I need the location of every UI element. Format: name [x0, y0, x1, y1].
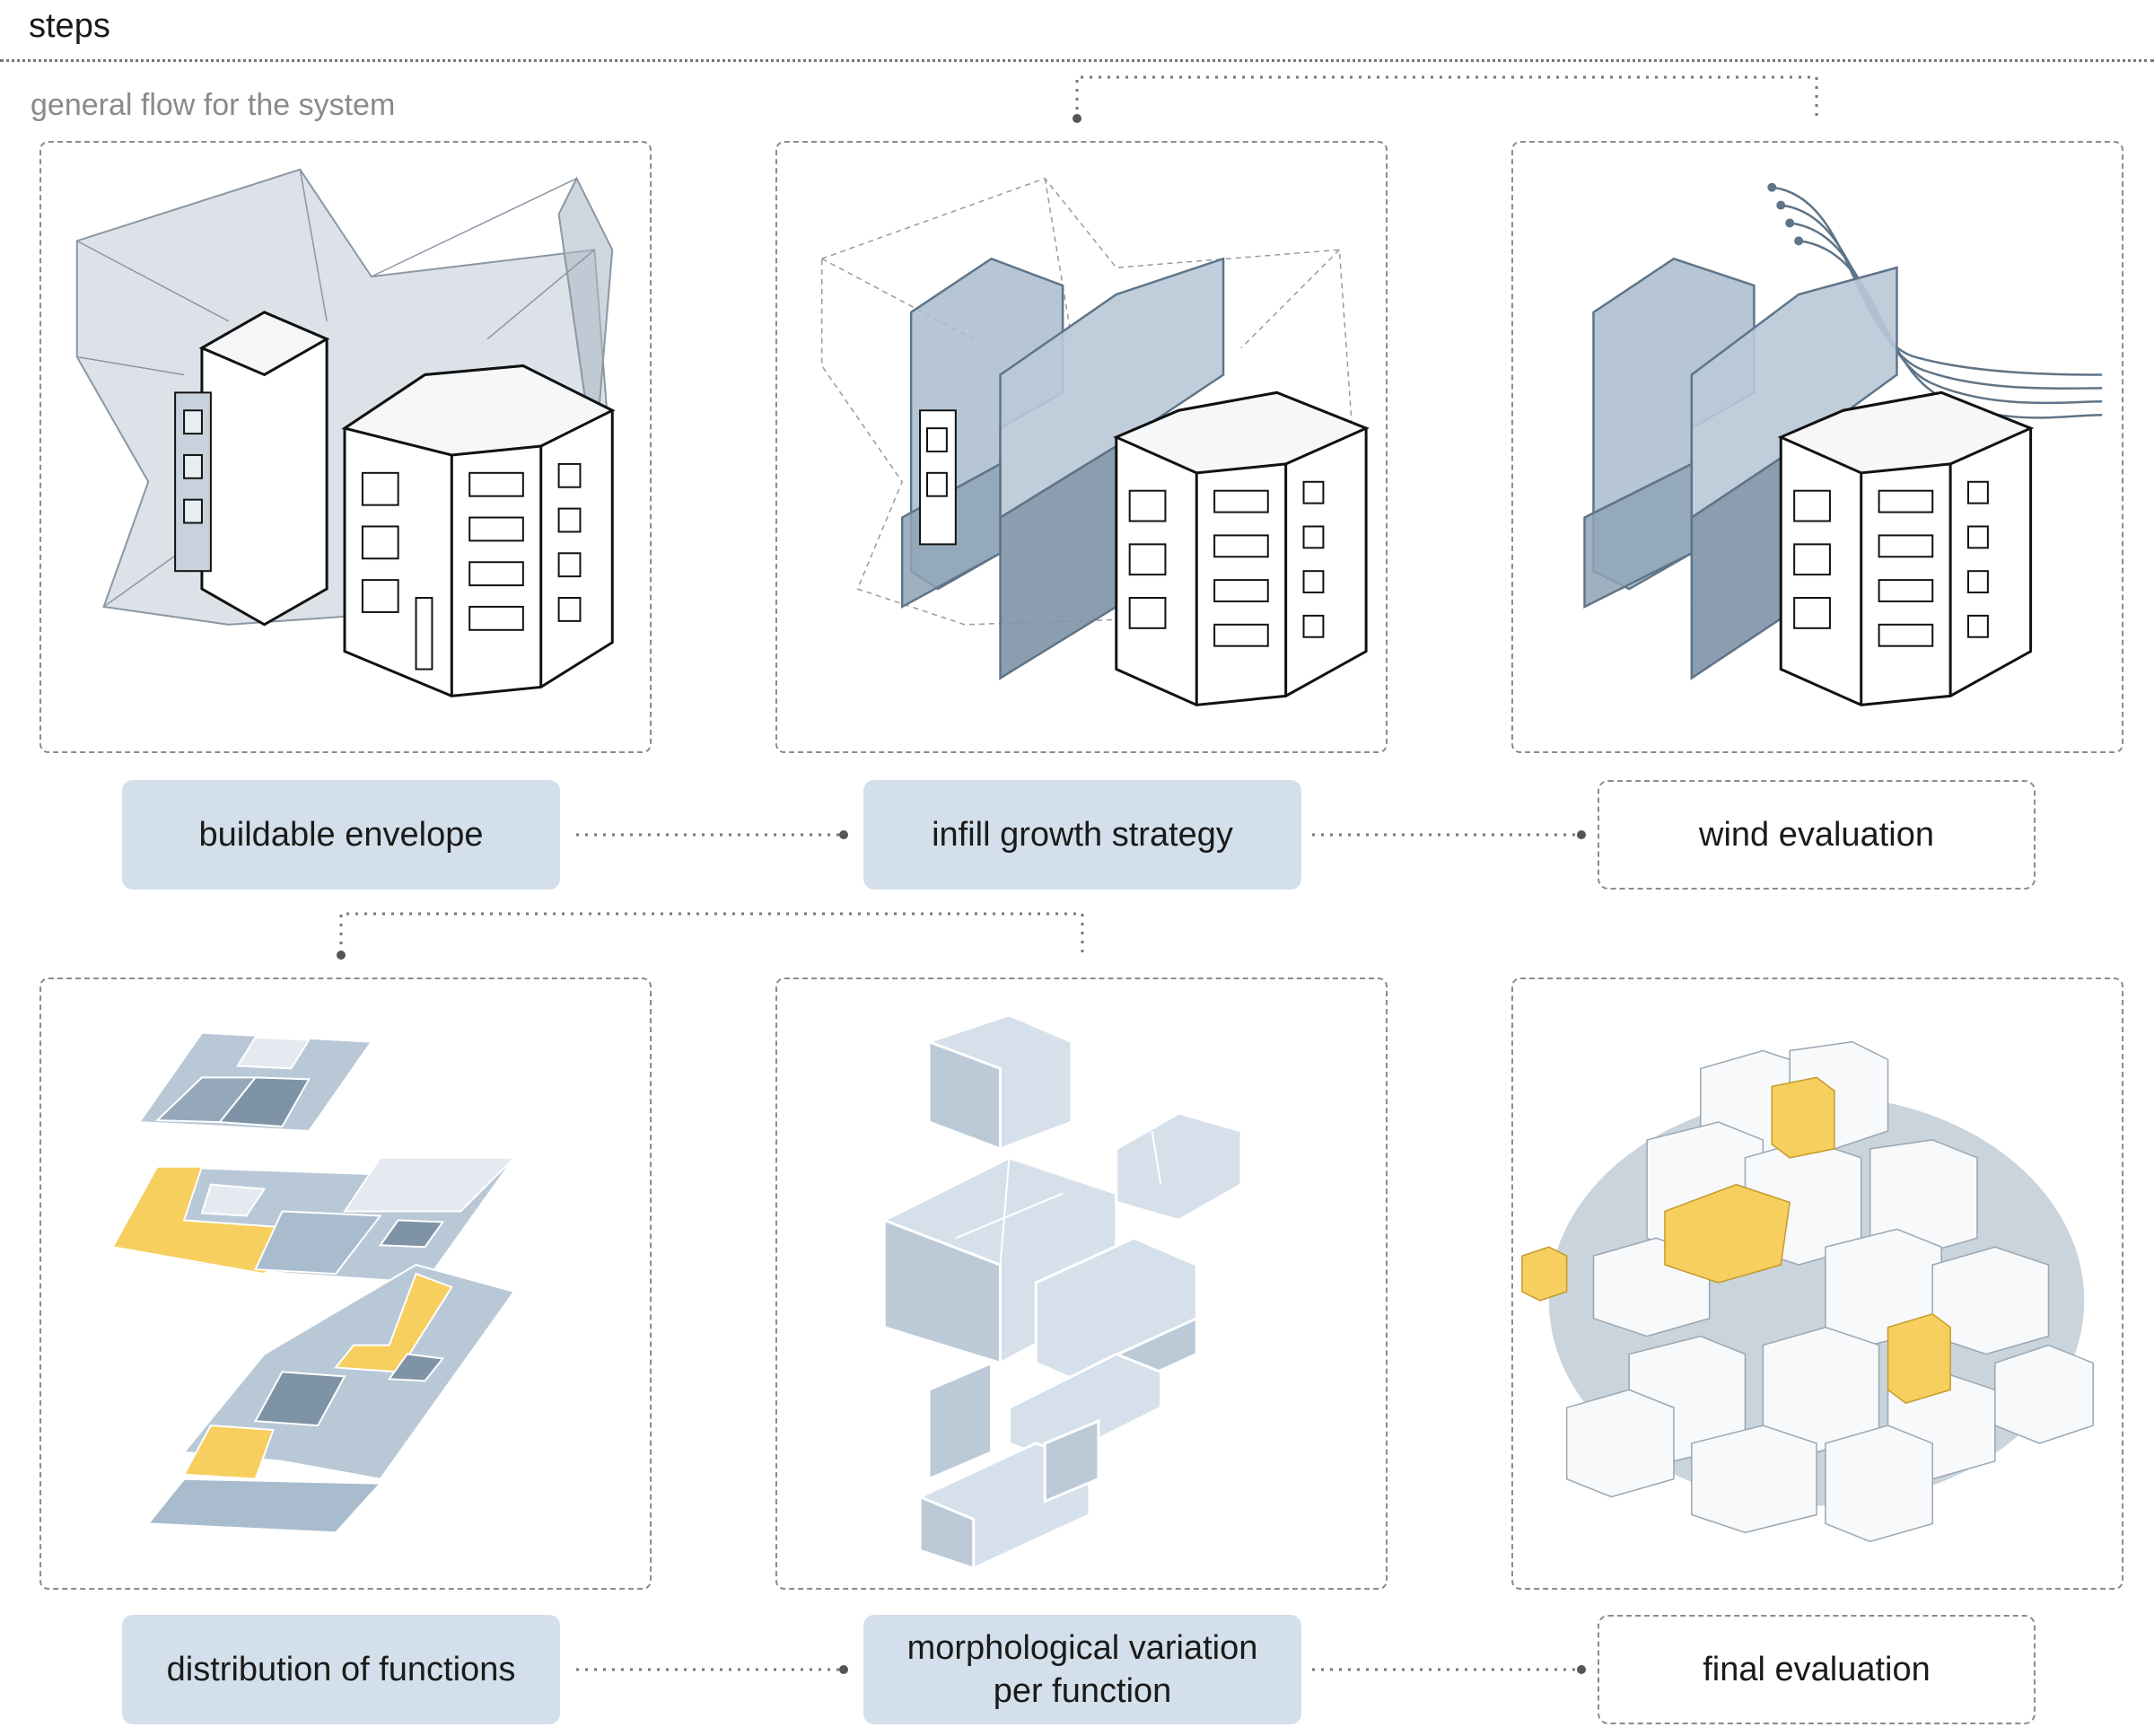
connector-dot: [839, 830, 848, 839]
connector-dot: [337, 951, 346, 960]
buildable-envelope-illustration: [39, 141, 652, 753]
header-divider: [0, 59, 2154, 62]
step-label-distribution-of-functions: distribution of functions: [122, 1615, 560, 1724]
connector-dot: [839, 1665, 848, 1674]
connector-top-bracket: [1075, 75, 1818, 118]
step-label-buildable-envelope: buildable envelope: [122, 780, 560, 890]
step-label-infill-growth-strategy: infill growth strategy: [863, 780, 1301, 890]
connector-dot: [1577, 830, 1586, 839]
morphological-variation-illustration: [775, 978, 1388, 1590]
step-label-morphological-variation: morphological variation per function: [863, 1615, 1301, 1724]
step-label-wind-evaluation: wind evaluation: [1598, 780, 2036, 890]
diagram-title: steps: [29, 7, 110, 45]
diagram-subtitle: general flow for the system: [31, 88, 396, 122]
step-label-final-evaluation: final evaluation: [1598, 1615, 2036, 1724]
distribution-functions-illustration: [39, 978, 652, 1590]
wind-evaluation-illustration: [1511, 141, 2123, 753]
connector-dot: [1577, 1665, 1586, 1674]
infill-growth-illustration: [775, 141, 1388, 753]
final-evaluation-illustration: [1511, 978, 2123, 1590]
connector-dot: [1073, 114, 1081, 123]
connector-mid-bracket: [339, 912, 1084, 957]
